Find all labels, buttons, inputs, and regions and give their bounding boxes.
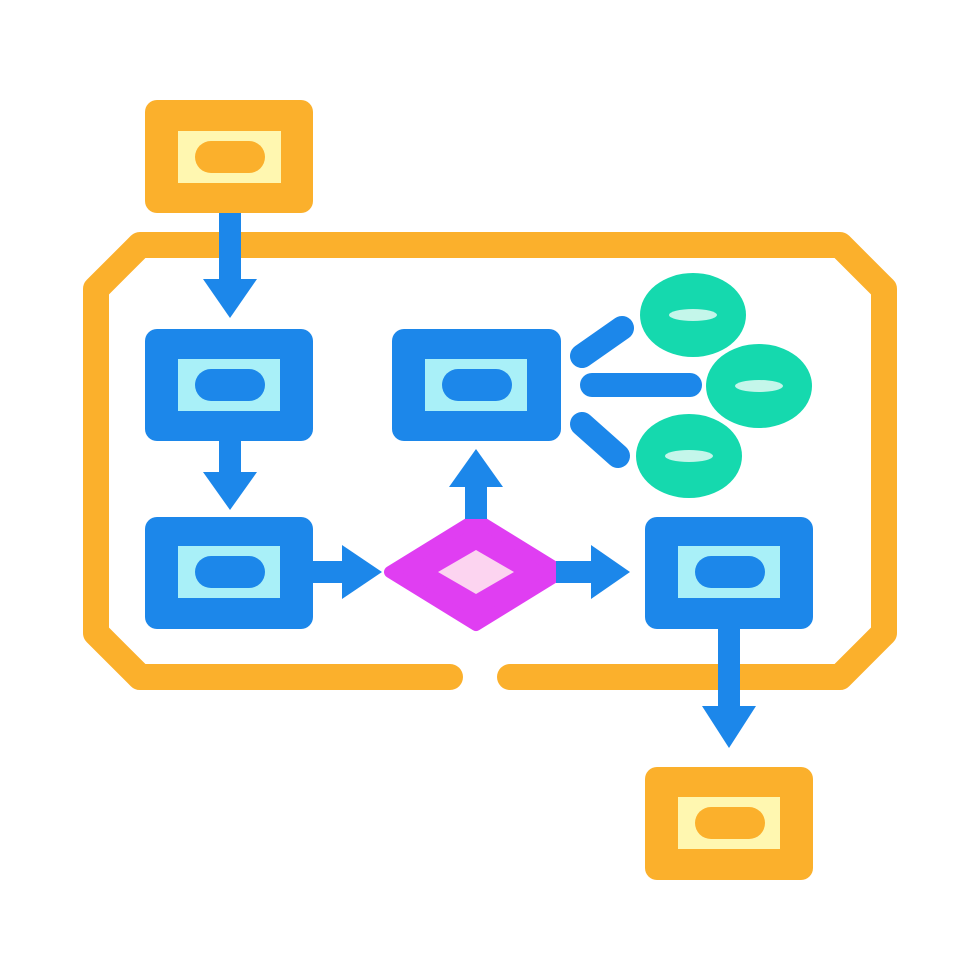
process-node-step-3 bbox=[392, 329, 561, 441]
process-node-step-1 bbox=[145, 329, 313, 441]
end-terminal-node bbox=[645, 767, 813, 880]
process-box-1-pill bbox=[195, 369, 265, 401]
arrow-step4-to-end bbox=[702, 629, 756, 748]
arrow-step2-to-decision bbox=[313, 545, 382, 599]
process-box-3-pill bbox=[442, 369, 512, 401]
arrow-start-to-step1 bbox=[203, 213, 257, 318]
process-node-step-2 bbox=[145, 517, 313, 629]
output-oval-2-slot bbox=[735, 380, 783, 392]
process-box-2-pill bbox=[195, 556, 265, 588]
fan-out-connectors bbox=[570, 316, 702, 468]
container-outline bbox=[83, 232, 897, 690]
start-terminal-pill bbox=[195, 141, 265, 173]
fan-line-lower bbox=[570, 412, 630, 468]
output-oval-3-slot bbox=[665, 450, 713, 462]
start-terminal-node bbox=[145, 100, 313, 213]
output-node-3 bbox=[636, 414, 742, 498]
output-node-2 bbox=[706, 344, 812, 428]
process-box-4-pill bbox=[695, 556, 765, 588]
arrow-step1-to-step2 bbox=[203, 441, 257, 510]
process-node-step-4 bbox=[645, 517, 813, 629]
fan-line-upper bbox=[570, 316, 634, 368]
container-boundary bbox=[83, 232, 897, 690]
decision-node bbox=[384, 513, 568, 631]
output-node-1 bbox=[640, 273, 746, 357]
output-oval-1-slot bbox=[669, 309, 717, 321]
arrow-decision-to-step3 bbox=[449, 449, 503, 519]
decision-diamond-inner bbox=[438, 550, 514, 594]
end-terminal-pill bbox=[695, 807, 765, 839]
arrow-decision-to-step4 bbox=[556, 545, 630, 599]
